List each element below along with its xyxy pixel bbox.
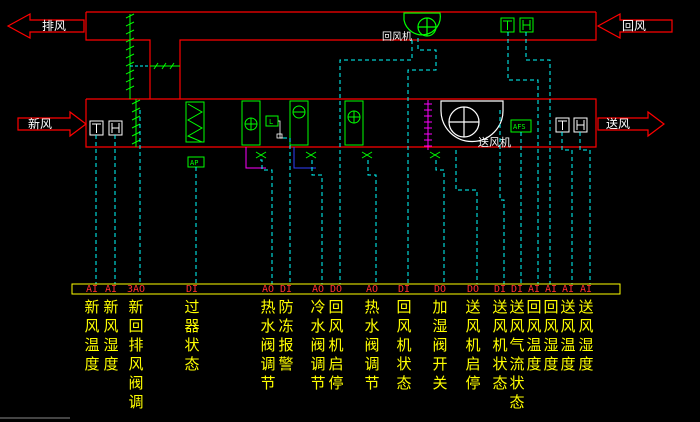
return-fan-icon (403, 12, 441, 37)
heating-pipe (245, 147, 266, 169)
io-point-16: 送风温度 (560, 298, 575, 373)
filter-icon (185, 101, 205, 168)
heating-valve-icon (255, 151, 267, 159)
cooling-valve-icon (305, 151, 317, 159)
return-air-arrow (596, 12, 673, 40)
io-point-8: 热水阀调节 (364, 298, 379, 392)
supply-air-humidity-sensor-icon (573, 117, 588, 133)
cooling-coil-icon (289, 100, 309, 146)
io-point-14: 回风温度 (526, 298, 541, 373)
io-point-5: 防冻报警 (278, 298, 293, 373)
supply-duct (85, 98, 597, 148)
io-code-4: AO (262, 284, 274, 295)
io-code-row: AI AI 3AO DI AO DI AO DO AO DI DO DO DI DI AI AI AI AI (86, 284, 592, 295)
io-code-9: DI (398, 284, 410, 295)
signal-wiring (95, 32, 591, 284)
fresh-air-humidity-sensor-icon (108, 120, 123, 136)
io-point-4: 热水阀调节 (260, 298, 275, 392)
io-bar (71, 283, 621, 295)
io-point-9: 回风机状态 (396, 298, 411, 392)
return-air-label: 回风 (622, 19, 646, 33)
io-code-16: AI (562, 284, 574, 295)
io-code-10: DO (434, 284, 446, 295)
io-code-11: DO (467, 284, 479, 295)
io-point-10: 加湿阀开关 (432, 298, 447, 392)
io-point-13: 送风气流状态 (509, 298, 524, 411)
io-point-labels: 新风温度新风湿度新回排风阀调过器状态热水阀调节防冻报警冷水阀调节回风机启停热水阀… (84, 298, 593, 411)
io-code-6: AO (312, 284, 324, 295)
supply-fan-label: 送风机 (478, 135, 511, 149)
supply-air-arrow (597, 110, 665, 138)
return-duct (85, 11, 597, 99)
io-code-5: DI (280, 284, 292, 295)
reheat-coil-icon (344, 100, 364, 146)
fresh-air-damper-icon (131, 99, 141, 147)
cooling-pipe (293, 147, 316, 169)
io-code-17: AI (580, 284, 592, 295)
io-code-14: AI (528, 284, 540, 295)
heating-coil-icon (241, 100, 261, 146)
io-point-6: 冷水阀调节 (310, 298, 325, 392)
humidifier-valve-icon (429, 151, 441, 159)
io-code-2: 3AO (127, 284, 145, 295)
io-code-8: AO (366, 284, 378, 295)
io-code-1: AI (105, 284, 117, 295)
io-code-3: DI (186, 284, 198, 295)
io-code-13: DI (511, 284, 523, 295)
reheat-valve-icon (361, 151, 373, 159)
exhaust-label: 排风 (42, 19, 66, 33)
io-code-12: DI (494, 284, 506, 295)
fresh-air-temp-sensor-icon (89, 120, 104, 136)
io-point-11: 送风机启停 (465, 298, 480, 392)
io-point-12: 送风机状态 (492, 298, 507, 392)
return-fan-label: 回风机 (382, 30, 412, 43)
fresh-air-arrow (17, 110, 87, 138)
io-code-7: DO (330, 284, 342, 295)
mixing-damper-icon (150, 62, 180, 70)
io-code-0: AI (86, 284, 98, 295)
humidifier-icon (424, 100, 432, 150)
filter-tag: AP (190, 159, 198, 167)
exhaust-arrow (6, 12, 85, 40)
exhaust-damper-icon (125, 13, 135, 99)
io-point-1: 新风湿度 (103, 298, 118, 373)
afs-tag: AFS (513, 123, 526, 131)
return-air-temp-sensor-icon (500, 17, 515, 33)
io-point-15: 回风湿度 (543, 298, 558, 373)
return-air-humidity-sensor-icon (519, 17, 534, 33)
io-point-0: 新风温度 (84, 298, 99, 373)
freeze-sensor-wire (276, 120, 283, 139)
io-point-7: 回风机启停 (328, 298, 343, 392)
io-point-3: 过器状态 (184, 298, 199, 373)
supply-fan-icon (440, 100, 504, 143)
io-point-2: 新回排风阀调 (128, 298, 143, 411)
io-code-15: AI (545, 284, 557, 295)
io-point-17: 送风湿度 (578, 298, 593, 373)
supply-air-temp-sensor-icon (555, 117, 570, 133)
fresh-air-label: 新风 (28, 116, 52, 131)
freeze-tag: L (269, 118, 273, 126)
supply-air-label: 送风 (606, 116, 630, 131)
